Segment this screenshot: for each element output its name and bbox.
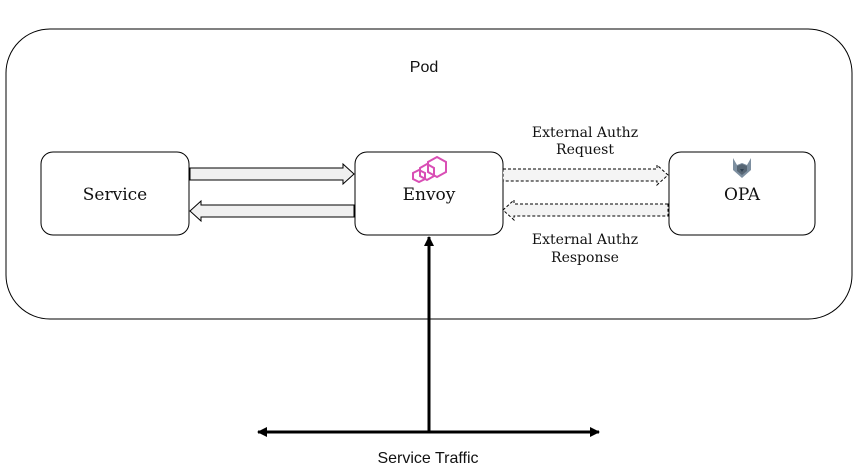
authz-response-label-line2: Response	[551, 250, 619, 266]
opa-label: OPA	[724, 185, 761, 205]
service-node[interactable]: Service	[40, 151, 190, 236]
authz-response-arrow	[502, 198, 669, 222]
envoy-to-service-arrow	[189, 199, 355, 223]
authz-request-label-line2: Request	[556, 142, 614, 158]
envoy-node[interactable]: Envoy	[354, 151, 504, 236]
authz-response-label-line1: External Authz	[532, 232, 638, 248]
authz-request-arrow	[502, 163, 669, 187]
envoy-label: Envoy	[403, 185, 456, 205]
pod-label: Pod	[410, 59, 438, 76]
opa-logo-icon	[733, 158, 751, 178]
service-to-envoy-arrow	[189, 162, 355, 186]
service-label: Service	[83, 185, 147, 205]
service-traffic-label: Service Traffic	[377, 450, 478, 467]
opa-node[interactable]: OPA	[668, 151, 816, 236]
authz-request-label-line1: External Authz	[532, 125, 638, 141]
envoy-logo-icon	[412, 155, 447, 184]
